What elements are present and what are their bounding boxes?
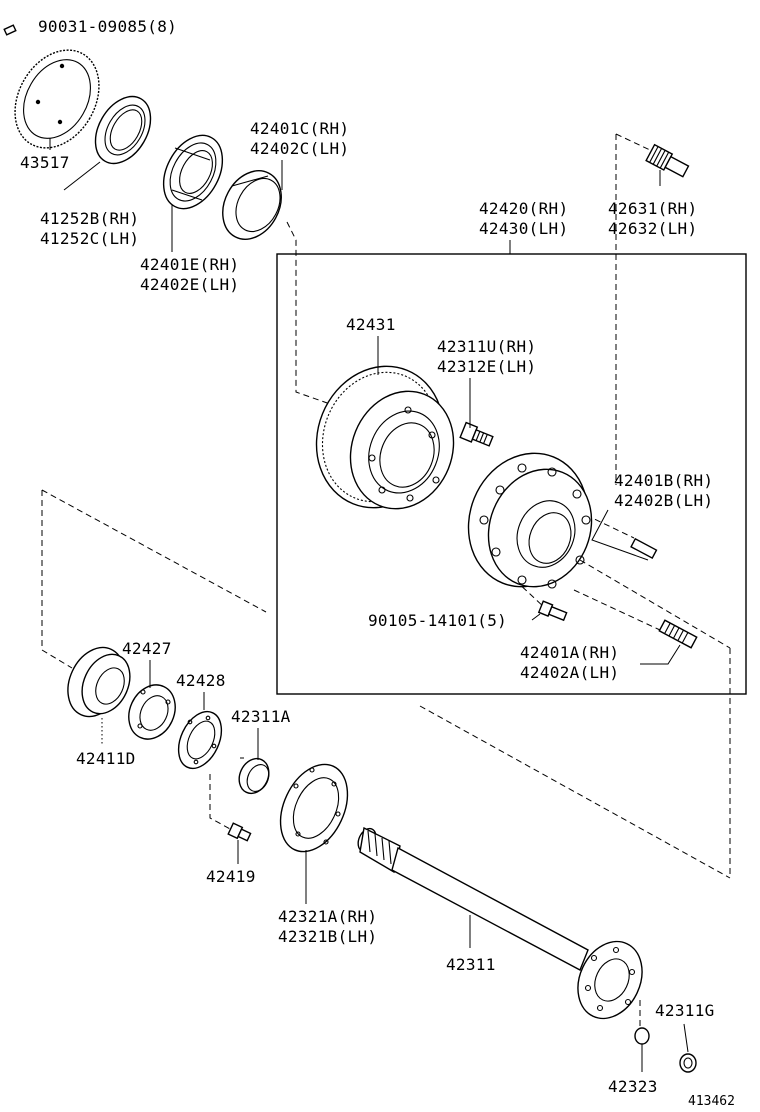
label-42401a[interactable]: 42401A(RH) <box>520 643 619 662</box>
label-42427[interactable]: 42427 <box>122 639 172 658</box>
brake-drum-42431[interactable] <box>296 347 471 527</box>
label-42312e[interactable]: 42312E(LH) <box>437 357 536 376</box>
label-42430[interactable]: 42430(LH) <box>479 219 568 238</box>
label-42431[interactable]: 42431 <box>346 315 396 334</box>
lock-washer-42428[interactable] <box>170 705 230 775</box>
label-42401c[interactable]: 42401C(RH) <box>250 119 349 138</box>
label-42402e[interactable]: 42402E(LH) <box>140 275 239 294</box>
axle-hub-42420[interactable] <box>449 435 609 605</box>
nut-42311g[interactable] <box>679 1053 697 1073</box>
label-42401b[interactable]: 42401B(RH) <box>614 471 713 490</box>
label-90105[interactable]: 90105-14101(5) <box>368 611 507 630</box>
label-43517[interactable]: 43517 <box>20 153 70 172</box>
label-42411d[interactable]: 42411D <box>76 749 136 768</box>
label-41252b[interactable]: 41252B(RH) <box>40 209 139 228</box>
label-42311u[interactable]: 42311U(RH) <box>437 337 536 356</box>
diagram-id: 413462 <box>688 1094 735 1109</box>
bolt-90105[interactable] <box>537 600 568 622</box>
leader-lines <box>49 138 689 1072</box>
label-42402c[interactable]: 42402C(LH) <box>250 139 349 158</box>
label-90031[interactable]: 90031-09085(8) <box>38 17 177 36</box>
small-bolt-90031[interactable] <box>3 24 17 36</box>
axle-shaft-42311[interactable] <box>355 826 654 1029</box>
label-42419[interactable]: 42419 <box>206 867 256 886</box>
cover-42411d[interactable] <box>57 638 139 725</box>
phantom-guide-lines <box>41 133 731 1030</box>
bearing-cup-42401c[interactable] <box>211 161 292 250</box>
plug-42323[interactable] <box>634 1027 650 1045</box>
label-42311[interactable]: 42311 <box>446 955 496 974</box>
hub-bolt-42311u[interactable] <box>459 421 494 449</box>
pin-42401b[interactable] <box>630 537 658 559</box>
label-42632[interactable]: 42632(LH) <box>608 219 697 238</box>
label-42420[interactable]: 42420(RH) <box>479 199 568 218</box>
label-42402b[interactable]: 42402B(LH) <box>614 491 713 510</box>
screw-42419[interactable] <box>227 822 252 842</box>
label-42631[interactable]: 42631(RH) <box>608 199 697 218</box>
label-42321b[interactable]: 42321B(LH) <box>278 927 377 946</box>
bearing-42401e[interactable] <box>152 125 235 218</box>
label-42401e[interactable]: 42401E(RH) <box>140 255 239 274</box>
spacer-42311a[interactable] <box>234 754 275 798</box>
nut-42427[interactable] <box>120 677 184 746</box>
gasket-42321a[interactable] <box>267 754 360 863</box>
label-42428[interactable]: 42428 <box>176 671 226 690</box>
oil-seal-41252[interactable] <box>84 87 162 173</box>
label-42402a[interactable]: 42402A(LH) <box>520 663 619 682</box>
label-42321a[interactable]: 42321A(RH) <box>278 907 377 926</box>
label-41252c[interactable]: 41252C(LH) <box>40 229 139 248</box>
assembly-frame <box>276 253 747 695</box>
hub-bolt-42631[interactable] <box>645 143 690 180</box>
stud-42401a[interactable] <box>658 619 698 649</box>
label-42323[interactable]: 42323 <box>608 1077 658 1096</box>
sensor-rotor-43517[interactable] <box>0 35 116 163</box>
label-42311a[interactable]: 42311A <box>231 707 291 726</box>
label-42311g[interactable]: 42311G <box>655 1001 715 1020</box>
